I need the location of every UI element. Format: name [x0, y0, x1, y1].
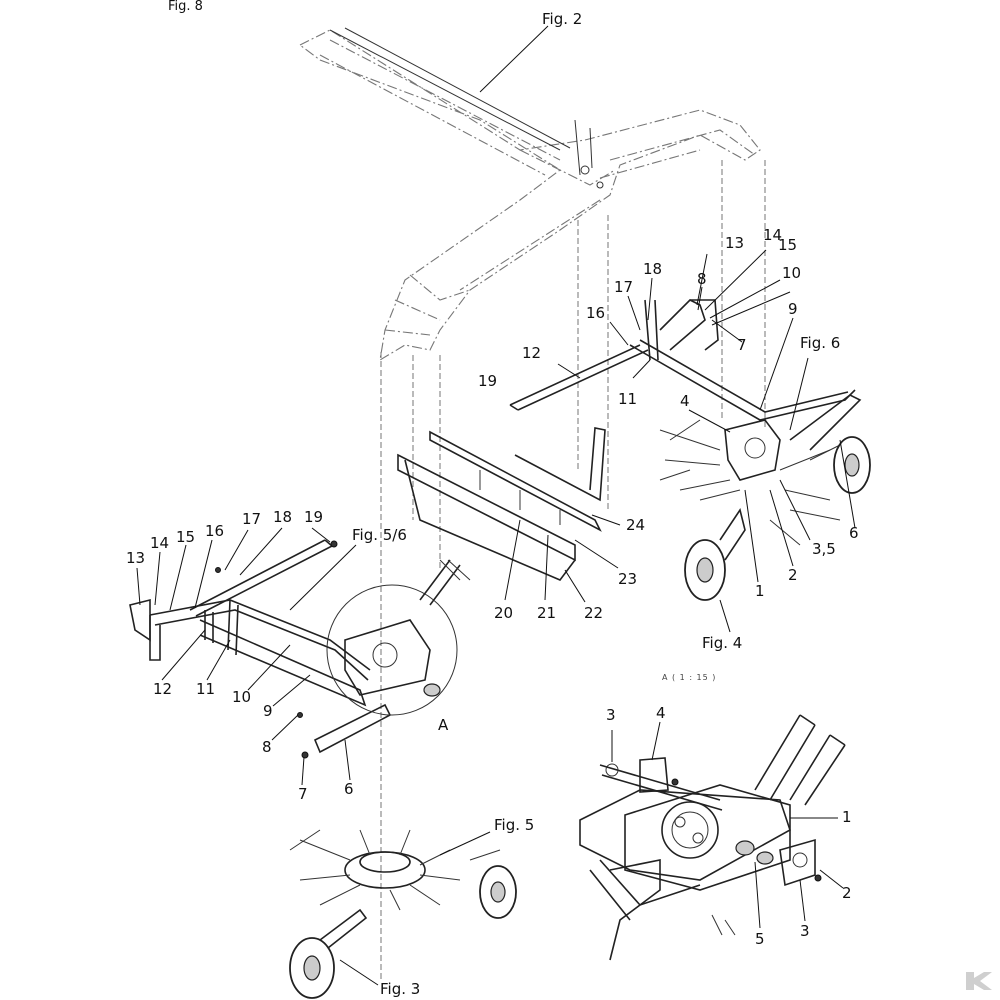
guard-assembly [397, 427, 621, 603]
callout-19-left: 19 [304, 508, 324, 526]
bottom-rotor-assembly [289, 829, 517, 999]
callout-18-left: 18 [273, 508, 293, 526]
fig-ref-3: Fig. 3 [380, 980, 421, 998]
callout-9-left: 9 [263, 702, 273, 720]
callout-2-right: 2 [788, 566, 798, 584]
callout-15-right: 15 [778, 236, 798, 254]
brand-logo-icon [966, 972, 992, 990]
fig-ref-6: Fig. 6 [800, 334, 841, 352]
callout-22: 22 [584, 604, 604, 622]
callout-10-right: 10 [782, 264, 802, 282]
detail-marker: A [438, 716, 449, 734]
callout-11-right: 11 [618, 390, 638, 408]
callout-16-right: 16 [586, 304, 606, 322]
callout-10-left: 10 [232, 688, 252, 706]
fig-ref-5: Fig. 5 [494, 816, 535, 834]
callout-20: 20 [494, 604, 514, 622]
callout-9-right: 9 [788, 300, 798, 318]
fig-ref-5-6: Fig. 5/6 [352, 526, 407, 544]
callout-8-right: 8 [697, 270, 707, 288]
detail-circle-a [326, 559, 471, 716]
callout-1-detail: 1 [842, 808, 852, 826]
callout-17-left: 17 [242, 510, 262, 528]
callout-16-left: 16 [205, 522, 225, 540]
callout-14-right: 14 [763, 226, 783, 244]
callout-7-right: 7 [737, 336, 747, 354]
callout-5-detail: 5 [755, 930, 765, 948]
callout-17-right: 17 [614, 278, 634, 296]
callout-21: 21 [537, 604, 557, 622]
callout-7-left: 7 [298, 785, 308, 803]
callout-8-left: 8 [262, 738, 272, 756]
callout-12-left: 12 [153, 680, 173, 698]
callout-11-left: 11 [196, 680, 216, 698]
fig-ref-4: Fig. 4 [702, 634, 743, 652]
callout-6-left: 6 [344, 780, 354, 798]
detail-a-view [579, 714, 846, 961]
callout-24: 24 [626, 516, 646, 534]
right-frame-assembly [509, 299, 871, 601]
callout-4-right: 4 [680, 392, 690, 410]
main-frame-ghost [298, 27, 761, 362]
callout-13-left: 13 [126, 549, 146, 567]
right-leaders [557, 249, 856, 633]
callout-13-right: 13 [725, 234, 745, 252]
callout-15-left: 15 [176, 528, 196, 546]
callout-23: 23 [618, 570, 638, 588]
left-leaders [136, 527, 357, 786]
left-frame-assembly [129, 539, 392, 759]
callout-12-right: 12 [522, 344, 542, 362]
callout-1-right: 1 [755, 582, 765, 600]
callout-14-left: 14 [150, 534, 170, 552]
callout-18-right: 18 [643, 260, 663, 278]
detail-scale-label: A ( 1 : 15 ) [662, 673, 717, 682]
callout-3-5-right: 3,5 [812, 540, 836, 558]
callout-4-detail: 4 [656, 704, 666, 722]
callout-2-detail: 2 [842, 884, 852, 902]
callout-3-detail-bottom: 3 [800, 922, 810, 940]
fig-ref-2: Fig. 2 [542, 10, 583, 28]
callout-19-right: 19 [478, 372, 498, 390]
figure-header: Fig. 8 [168, 0, 203, 14]
callout-6-right: 6 [849, 524, 859, 542]
projection-lines [380, 160, 766, 980]
callout-3-detail-top: 3 [606, 706, 616, 724]
